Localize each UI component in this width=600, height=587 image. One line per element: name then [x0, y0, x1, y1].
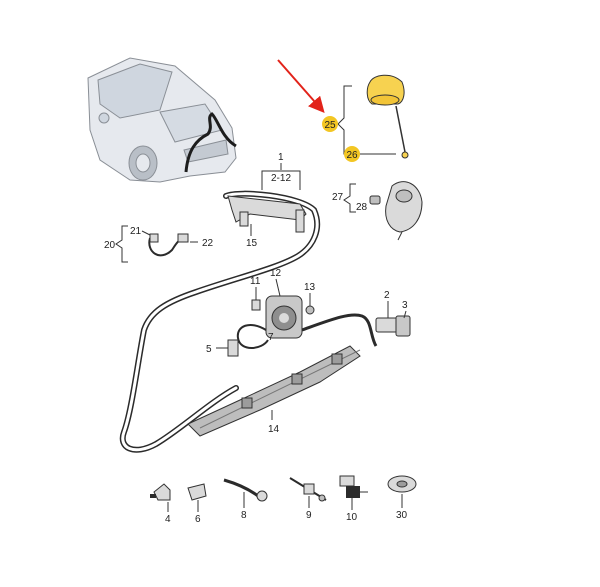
label-30: 30 [396, 510, 408, 521]
bracket-2-12 [261, 170, 301, 190]
label-2: 2 [384, 290, 390, 301]
label-3: 3 [402, 300, 408, 311]
label-13: 13 [304, 282, 316, 293]
leader-3 [403, 310, 407, 319]
badge-26 [344, 146, 360, 162]
label-7: 7 [268, 332, 274, 343]
label-26: 26 [346, 150, 358, 161]
grommet-30-part [387, 475, 417, 493]
label-4: 4 [165, 514, 171, 525]
arrow-icon [277, 59, 325, 114]
bracket-20 [115, 225, 128, 263]
label-12: 12 [270, 268, 282, 279]
connector-5-part [227, 339, 239, 357]
main-cable-inner [121, 192, 319, 452]
label-9: 9 [306, 510, 312, 521]
label-15: 15 [246, 238, 258, 249]
label-20: 20 [104, 240, 116, 251]
badge-25 [322, 116, 338, 132]
label-21: 21 [130, 226, 142, 237]
cable-tie-9-part [289, 477, 327, 502]
label-25: 25 [324, 120, 336, 131]
trim-bracket-part [187, 345, 361, 437]
label-1: 1 [278, 152, 284, 163]
label-28: 28 [356, 202, 368, 213]
label-6: 6 [195, 514, 201, 525]
cable-channel-part [227, 195, 307, 233]
screw-13-part [305, 305, 315, 315]
clip-6-part [187, 483, 207, 501]
label-2-12: 2-12 [271, 173, 291, 184]
sensor-plug-b [177, 233, 189, 243]
label-27: 27 [332, 192, 344, 203]
sensor-plug-a [149, 233, 159, 243]
label-10: 10 [346, 512, 358, 523]
cable-on-car [184, 112, 237, 173]
charging-socket-part [265, 295, 303, 339]
bracket-27-28 [343, 183, 356, 213]
label-8: 8 [241, 510, 247, 521]
charging-cap-part [366, 74, 405, 106]
clip-11-part [251, 299, 261, 311]
connector-2-3-part [375, 315, 411, 337]
holder-10-part [339, 475, 368, 498]
flap-housing-part [369, 181, 423, 241]
label-5: 5 [206, 344, 212, 355]
tether-rod-part [395, 105, 409, 159]
clip-4-part [150, 483, 171, 501]
cable-tie-8-part [223, 478, 268, 502]
right-wire-part [301, 313, 378, 347]
car-icon [87, 57, 237, 183]
leader-12 [275, 278, 281, 297]
socket-wire-part [236, 323, 269, 349]
label-22: 22 [202, 238, 214, 249]
label-11: 11 [250, 276, 261, 287]
label-14: 14 [268, 424, 280, 435]
